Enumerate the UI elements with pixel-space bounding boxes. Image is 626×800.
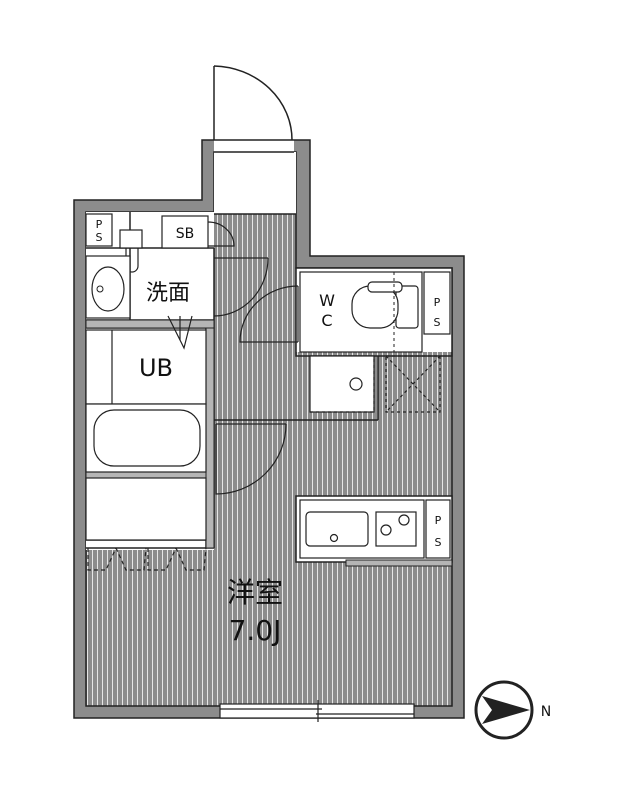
shoe-box-label: SB [176,226,195,242]
toilet-door[interactable] [239,285,299,343]
room-door[interactable] [215,423,287,495]
washing-machine-icon [309,355,375,413]
ps-label-3a: P [435,514,442,527]
shoe-box: SB [161,215,209,249]
toilet-label-c: C [321,311,332,330]
unit-bath-label: UB [139,354,173,382]
pipe-space-3: P S [425,499,451,559]
washroom-label: 洗面 [146,281,190,306]
washbasin-icon [85,255,131,319]
ps-label-1b: S [96,231,103,244]
unit-bath: UB [85,315,207,405]
ps-label-2a: P [434,296,441,309]
compass-north-label: N [541,704,551,720]
toilet-label-w: W [319,291,335,310]
toilet-icon [351,281,419,329]
bathtub-icon [85,403,207,473]
ps-label-1a: P [96,218,103,231]
balcony-window[interactable] [219,700,415,722]
genkan-floor [214,152,296,214]
entrance-door[interactable] [213,65,294,154]
refrigerator-space [385,355,441,413]
shoe-box-door [207,221,235,247]
pipe-space-1: P S [85,213,113,247]
closet-doors[interactable] [87,547,207,571]
counter-wall [345,559,453,567]
pipe-space-2: P S [423,271,451,335]
closet [85,477,207,541]
ps-label-3b: S [435,536,442,549]
main-room-name: 洋室 [227,576,283,609]
ps-label-2b: S [434,316,441,329]
main-room-size: 7.0J [229,614,282,647]
compass-icon: N [474,680,551,740]
washroom-door[interactable] [213,257,269,317]
